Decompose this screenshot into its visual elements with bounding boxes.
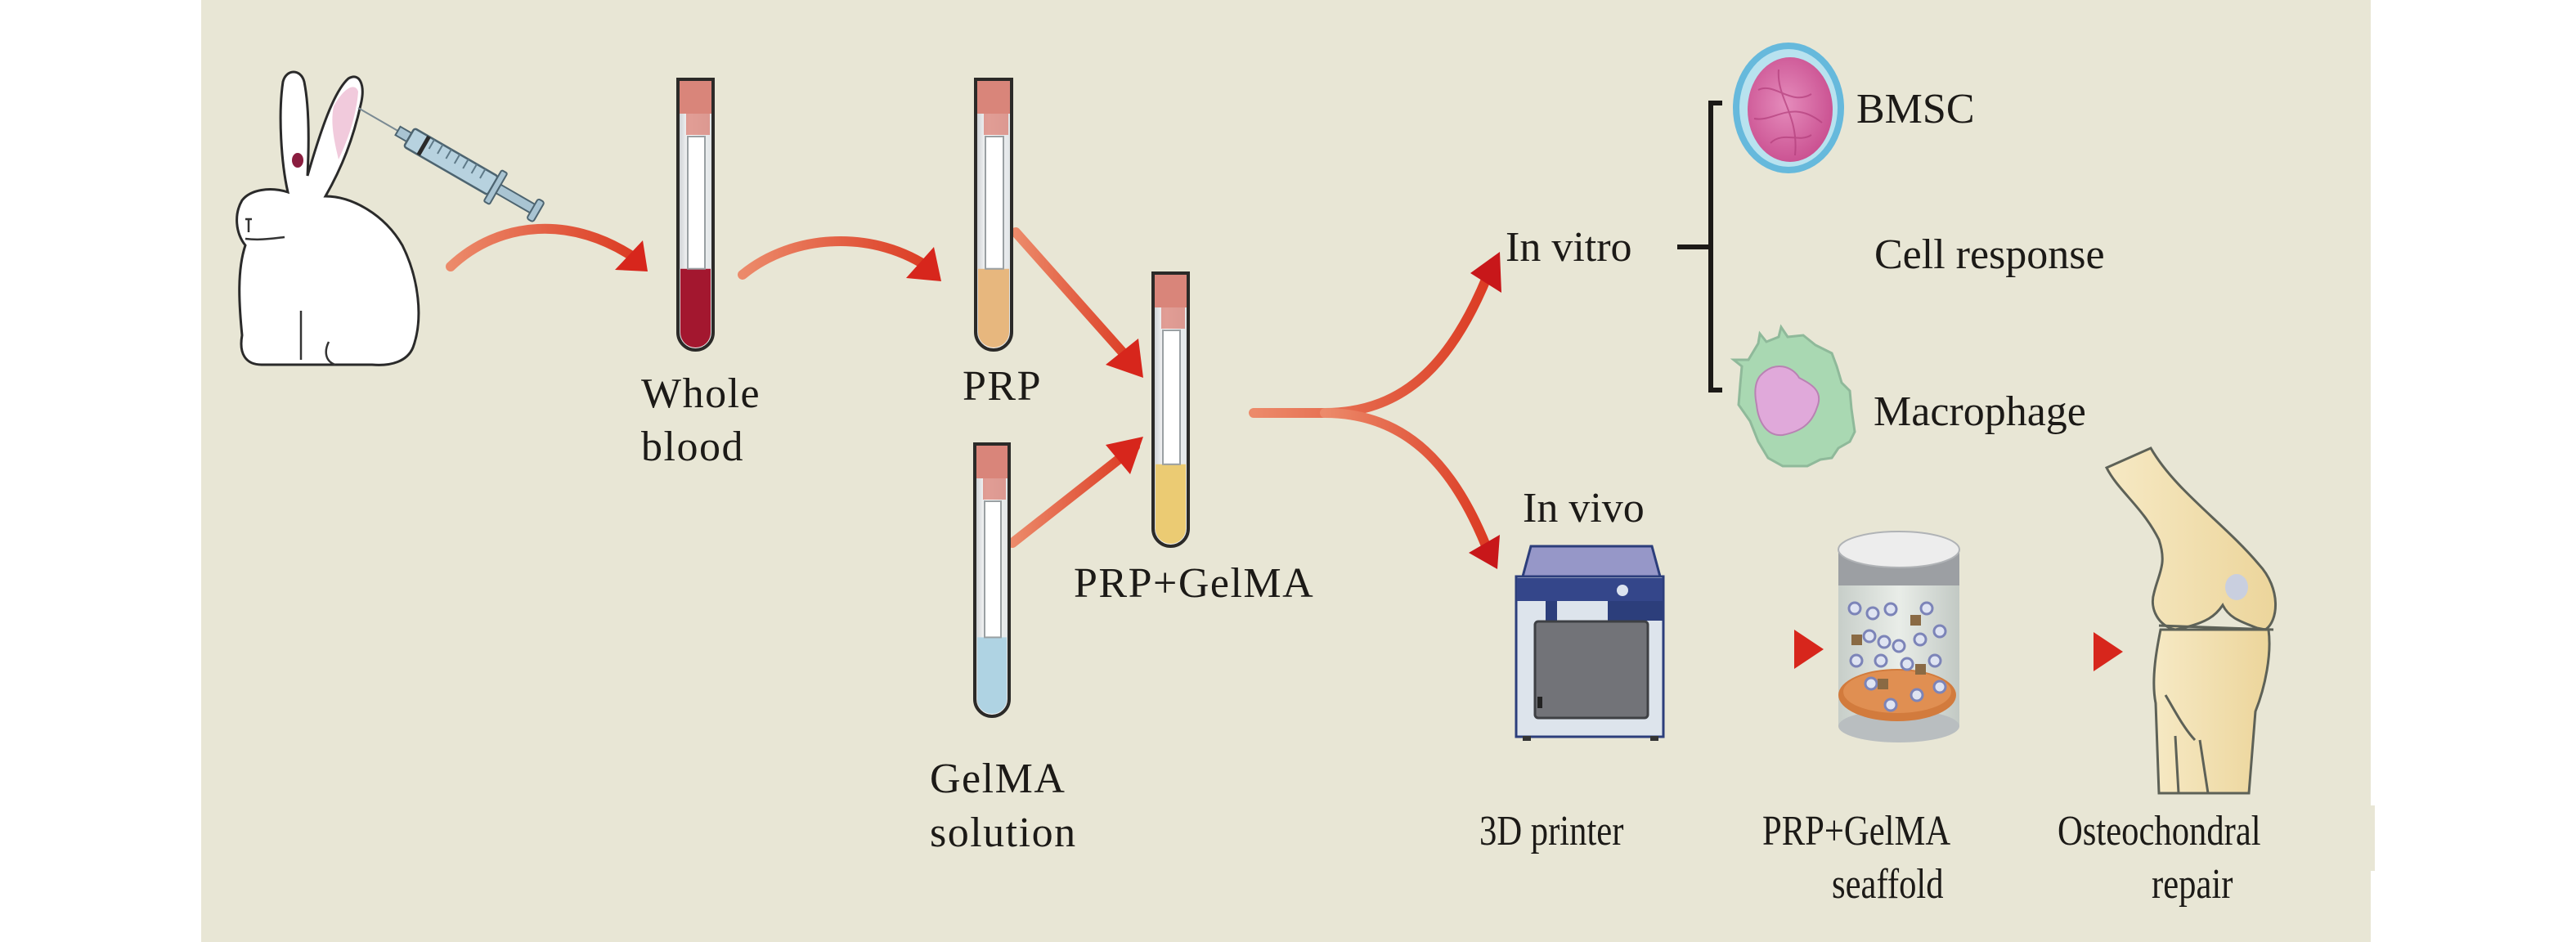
knee-joint-icon — [2104, 446, 2278, 795]
growth-factor-particle — [1878, 679, 1888, 689]
label-gelma-line2: solution — [930, 810, 1077, 856]
syringe-icon — [357, 107, 545, 222]
cell-particle — [1932, 624, 1947, 639]
label-gelma-line1: GelMA — [930, 756, 1066, 802]
cell-particle — [1847, 601, 1862, 616]
prp-tube-icon — [974, 78, 1013, 352]
cell-particle — [1913, 632, 1928, 647]
arrow-prp-to-mix — [1011, 227, 1143, 378]
cell-particle — [1877, 635, 1892, 649]
bracket — [1677, 101, 1722, 392]
label-in-vivo: In vivo — [1523, 485, 1645, 532]
label-whole-blood-line1: Whole — [641, 370, 761, 417]
cell-particle — [1864, 676, 1878, 691]
label-bmsc: BMSC — [1856, 86, 1975, 132]
label-3d-printer: 3D printer — [1479, 808, 1624, 855]
arrow-whole-blood-to-prp — [738, 236, 941, 281]
cell-particle — [1928, 653, 1942, 668]
label-scaffold-line1: PRP+GelMA — [1762, 808, 1951, 855]
arrow-rabbit-to-whole-blood — [446, 223, 648, 271]
prp-gelma-tube-icon — [1151, 271, 1190, 548]
macrophage-icon — [1730, 324, 1856, 468]
cell-particle — [1910, 688, 1924, 702]
bmsc-cell-icon — [1733, 43, 1844, 173]
arrow-split — [1249, 252, 1501, 569]
label-prp-gelma: PRP+GelMA — [1074, 560, 1315, 607]
figure-background — [201, 0, 2371, 942]
label-whole-blood-line2: blood — [641, 424, 744, 470]
rabbit-icon — [236, 70, 420, 366]
label-in-vitro: In vitro — [1506, 224, 1632, 271]
cell-particle — [1932, 680, 1947, 694]
growth-factor-particle — [1910, 615, 1921, 626]
label-osteochondral-line1: Osteochondral — [2058, 808, 2261, 855]
growth-factor-particle — [1915, 664, 1926, 675]
cell-particle — [1883, 698, 1898, 712]
figure-background-edge — [2370, 805, 2375, 871]
cell-particle — [1919, 601, 1934, 616]
growth-factor-particle — [1851, 635, 1862, 645]
3d-printer-icon — [1515, 545, 1665, 741]
arrow-gelma-to-mix — [1008, 437, 1143, 548]
cell-particle — [1862, 629, 1877, 644]
cell-particle — [1874, 653, 1888, 668]
label-prp: PRP — [963, 363, 1043, 410]
scaffold-icon — [1838, 531, 1960, 742]
label-osteochondral-line2: repair — [2152, 861, 2233, 908]
label-cell-response: Cell response — [1874, 231, 2105, 278]
cell-particle — [1900, 657, 1914, 671]
whole-blood-tube-icon — [676, 78, 715, 352]
cell-particle — [1883, 602, 1898, 617]
cell-particle — [1849, 653, 1864, 668]
arrow-scaffold-to-knee — [1972, 632, 2123, 671]
cell-particle — [1865, 606, 1880, 621]
arrow-printer-to-scaffold — [1670, 630, 1824, 669]
gelma-tube-icon — [973, 442, 1011, 718]
label-macrophage: Macrophage — [1874, 388, 2086, 435]
cell-particle — [1892, 639, 1906, 653]
label-scaffold-line2: seaffold — [1832, 861, 1944, 908]
